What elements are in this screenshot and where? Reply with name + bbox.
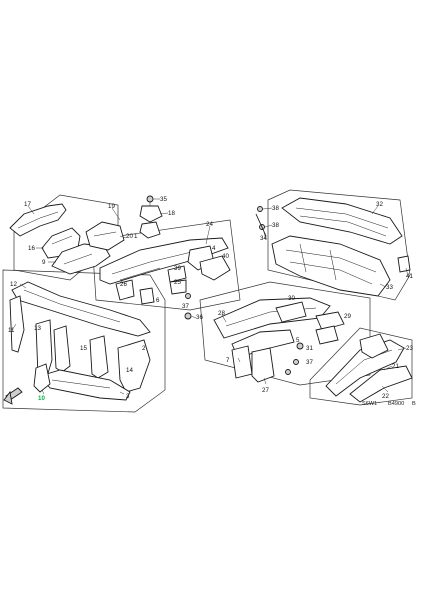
frame-front-frame-group: [2, 269, 166, 413]
callout-31: 31: [306, 345, 313, 352]
leader-lines: [11, 198, 409, 395]
callout-40: 40: [222, 253, 229, 260]
part-37b-clip: [293, 359, 299, 365]
part-22-extension: [359, 333, 389, 359]
callout-19: 19: [108, 203, 115, 210]
callout-14: 14: [126, 367, 133, 374]
callout-37-left: 37: [182, 303, 189, 310]
frame-dashboard-group: [267, 189, 411, 301]
part-11-side-bulkhead: [9, 295, 25, 353]
callout-11: 11: [8, 327, 15, 334]
callout-1: 1: [134, 233, 138, 240]
part-21-rail: [349, 365, 413, 403]
callout-21: 21: [392, 363, 399, 370]
front-direction-arrow: [3, 387, 23, 405]
part-3-lower-bulkhead: [39, 369, 131, 401]
callout-35: 35: [160, 196, 167, 203]
callout-34: 34: [260, 235, 267, 242]
part-27-mount: [251, 347, 275, 383]
part-14-side-member-right: [117, 339, 151, 393]
part-29-bracket: [315, 311, 345, 331]
part-7-mount: [231, 345, 253, 379]
part-1-bracket: [139, 221, 161, 239]
callout-39: 39: [174, 265, 181, 272]
part-15-stay: [89, 335, 109, 379]
callout-25: 25: [174, 279, 181, 286]
callout-38-lower: 38: [272, 222, 279, 229]
callout-26: 26: [120, 281, 127, 288]
part-39-plate: [167, 265, 187, 283]
callout-29: 29: [344, 313, 351, 320]
callout-41: 41: [406, 273, 413, 280]
callout-30: 30: [288, 295, 295, 302]
diagram-code-block: S6W1 B4900 B: [362, 401, 416, 407]
part-17-apron-upper: [9, 203, 67, 237]
callout-5: 5: [296, 337, 300, 344]
callout-33: 33: [386, 284, 393, 291]
part-38c-bolt: [285, 369, 291, 375]
callout-9: 9: [42, 259, 46, 266]
part-12-upper-bulkhead: [11, 281, 151, 337]
callout-36: 36: [196, 314, 203, 321]
callout-6: 6: [156, 297, 160, 304]
part-40-gusset: [199, 255, 231, 281]
part-25-plate: [169, 279, 187, 295]
part-41-bracket: [397, 255, 411, 273]
callout-15: 15: [80, 345, 87, 352]
part-26-gusset: [115, 279, 135, 301]
callout-3: 3: [126, 393, 130, 400]
callout-37-right: 37: [306, 359, 313, 366]
callout-4: 4: [212, 245, 216, 252]
part-37-clip: [185, 293, 191, 299]
diagram-code: S6W1: [362, 401, 377, 407]
callout-20: 20: [126, 233, 133, 240]
callout-labels: 17 19 35 18 24 38 38 32 16 9 20 1 34 4 4…: [8, 196, 413, 402]
callout-2: 2: [142, 345, 146, 352]
callout-13: 13: [34, 325, 41, 332]
part-33-dashboard: [271, 235, 391, 297]
part-30-bracket: [275, 301, 307, 323]
part-38-bolt-a: [257, 206, 263, 212]
callout-10: 10: [38, 395, 45, 402]
sheet-suffix: B: [412, 401, 416, 407]
frame-rear-frame-group: [199, 281, 371, 386]
callout-22: 22: [382, 393, 389, 400]
callout-16: 16: [28, 245, 35, 252]
sheet-code: B4900: [388, 401, 404, 407]
part-2-center-stay: [53, 325, 71, 373]
part-31-clip: [296, 342, 304, 350]
callout-12: 12: [10, 281, 17, 288]
part-32-cowl-top: [281, 197, 403, 245]
callout-17: 17: [24, 201, 31, 208]
part-34-rod: [255, 213, 267, 237]
part-10-lower-member: [33, 363, 51, 393]
part-36-bolt: [184, 312, 192, 320]
part-18-bracket: [139, 205, 163, 223]
callout-24: 24: [206, 221, 213, 228]
part-8-bracket: [315, 325, 339, 345]
frame-side-frame-group: [91, 219, 241, 311]
callout-7: 7: [226, 357, 230, 364]
callout-28: 28: [218, 310, 225, 317]
callout-32: 32: [376, 201, 383, 208]
callout-23: 23: [406, 345, 413, 352]
callout-27: 27: [262, 387, 269, 394]
frame-right-rail-group: [309, 327, 413, 406]
part-6-plate: [139, 287, 155, 305]
part-9-wheelhouse: [51, 243, 111, 275]
part-20-member: [85, 221, 125, 251]
callout-18: 18: [168, 210, 175, 217]
callout-38-upper: 38: [272, 205, 279, 212]
